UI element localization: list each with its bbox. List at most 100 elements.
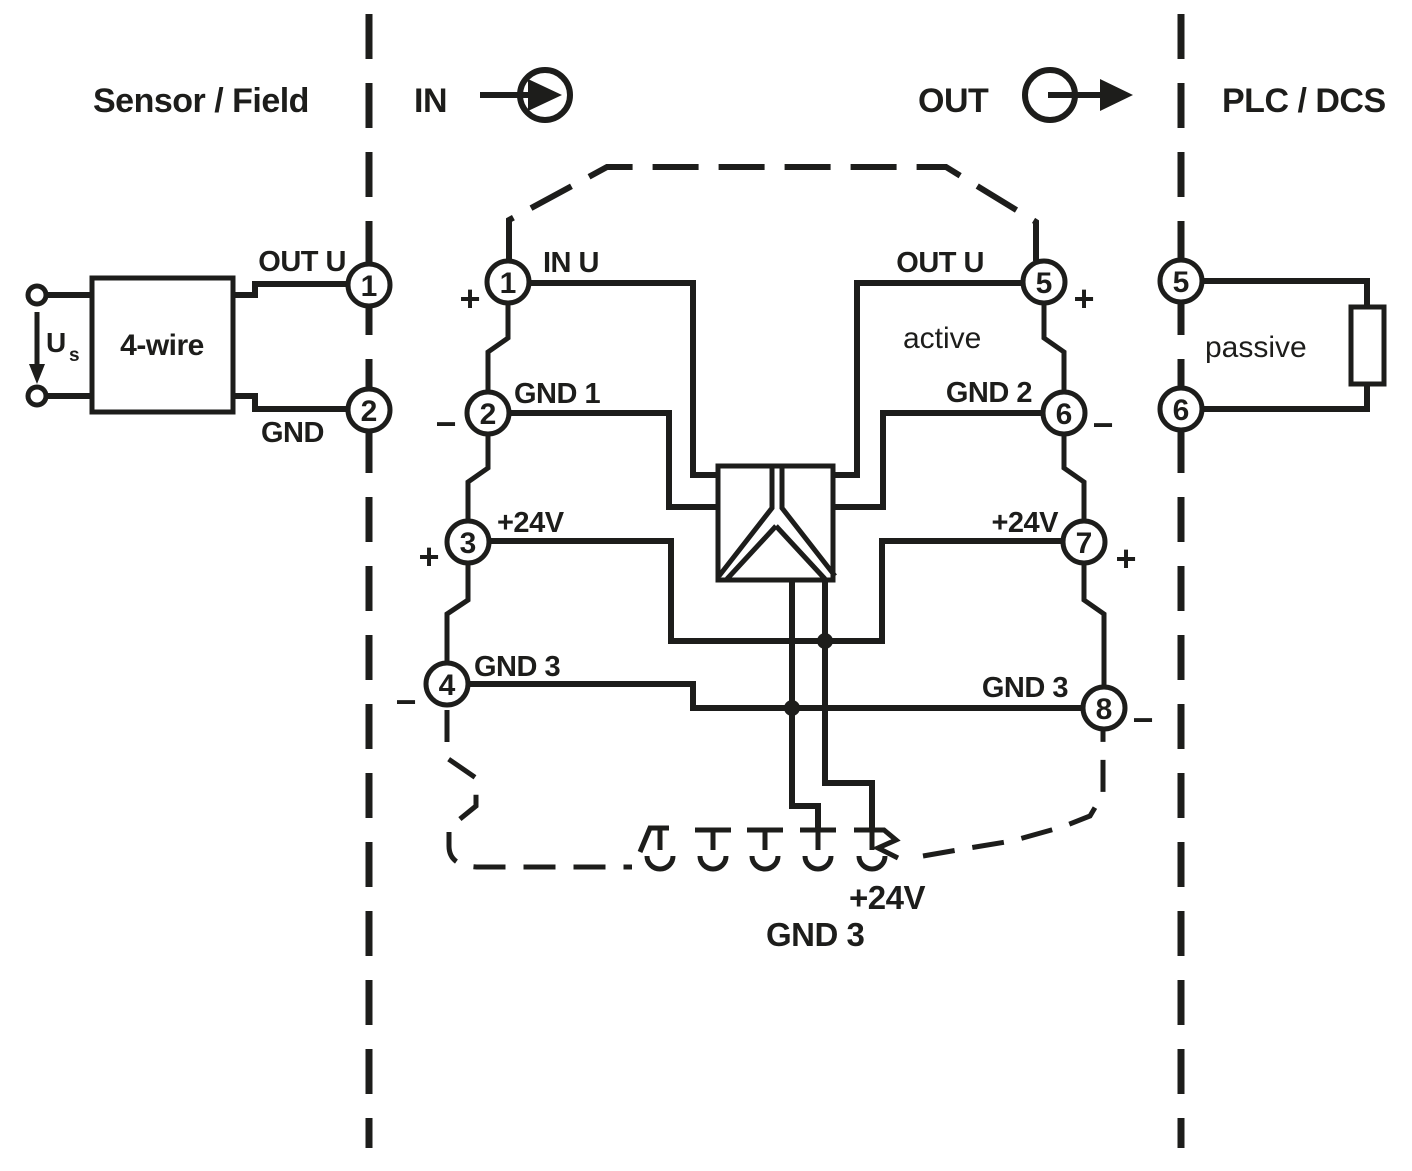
terminal-5-polarity: + (1073, 278, 1094, 319)
passive-mode-label: passive (1205, 331, 1307, 364)
in-arrowhead (528, 79, 562, 111)
field-section: U s 4-wire OUT U GND 1 2 (25, 246, 393, 449)
bus-clip-bar-5 (854, 827, 901, 861)
terminal-1-number: 1 (500, 267, 517, 300)
device-wiring: +24V GND 3 (468, 280, 1083, 953)
terminal-3-number: 3 (460, 527, 477, 560)
wire-in-u (529, 280, 718, 478)
wire-gnd3-rail (468, 681, 1083, 711)
terminal-8-polarity: − (1132, 699, 1153, 740)
plc-terminal-6 (1157, 385, 1205, 433)
in-circle (517, 67, 573, 123)
wire-24v-rail (489, 538, 1063, 644)
terminal-3-label: +24V (497, 507, 565, 539)
device-right-terminals: 5 OUT U + 6 GND 2 − 7 +24V + 8 GND 3 − a… (896, 247, 1153, 740)
sensor-out-u-label: OUT U (258, 246, 346, 278)
isolator-box (715, 463, 836, 583)
plc-bottom-wire (1202, 384, 1370, 412)
plc-terminal-6-number: 6 (1173, 394, 1190, 427)
terminal-3-polarity: + (418, 536, 439, 577)
enclosure-top-dashed (506, 164, 1039, 261)
wire-gnd1 (509, 410, 718, 510)
wire-gnd3-bus-drop (789, 580, 821, 829)
terminal-1 (484, 258, 532, 306)
supply-voltage-subscript: s (69, 345, 80, 366)
plc-zone-title: PLC / DCS (1222, 82, 1386, 120)
terminal-7-number: 7 (1076, 527, 1093, 560)
terminal-5 (1020, 258, 1068, 306)
bus-contacts (637, 825, 901, 872)
bus-clip-cup-4 (802, 855, 834, 872)
active-mode-label: active (903, 322, 981, 355)
sensor-out-u-wire (233, 281, 348, 298)
isolator-divider-left-outer (717, 466, 775, 578)
field-terminal-1 (345, 261, 393, 309)
terminal-2-number: 2 (480, 398, 497, 431)
terminal-3 (444, 518, 492, 566)
out-arrowhead (1100, 79, 1133, 111)
terminal-2-polarity: − (435, 403, 456, 444)
enclosure-joint-3-4 (444, 563, 471, 663)
plc-section: 5 6 passive (1157, 257, 1387, 433)
plc-load-resistor (1348, 304, 1387, 387)
terminal-7-label: +24V (991, 507, 1059, 539)
isolator-divider-left-inner (725, 524, 778, 581)
enclosure-joint-7-8 (1081, 563, 1107, 687)
junction-gnd3 (784, 700, 800, 716)
enclosure-joint-6-7 (1061, 434, 1087, 521)
four-wire-sensor-box (89, 275, 236, 415)
enclosure-bottom-left-dashed (444, 710, 632, 870)
terminal-6-label: GND 2 (946, 377, 1032, 409)
terminal-2-label: GND 1 (514, 378, 601, 410)
terminal-2 (464, 389, 512, 437)
terminal-7 (1060, 518, 1108, 566)
terminal-6 (1040, 389, 1088, 437)
terminal-7-polarity: + (1115, 538, 1136, 579)
supply-voltage-label: U (46, 327, 66, 358)
wire-gnd2 (833, 410, 1043, 510)
sensor-bottom-port (25, 384, 49, 408)
terminal-5-label: OUT U (896, 247, 984, 279)
device-left-terminals: 1 IN U + 2 GND 1 − 3 +24V + 4 GND 3 − (395, 247, 601, 722)
terminal-8 (1080, 684, 1128, 732)
wire-24v-bus-drop (822, 580, 875, 829)
field-terminal-2 (345, 386, 393, 434)
signal-out-icon (1022, 67, 1133, 123)
field-terminal-1-number: 1 (361, 270, 378, 303)
isolator-symbol (715, 463, 837, 583)
four-wire-label: 4-wire (120, 329, 204, 362)
plc-terminal-5 (1157, 257, 1205, 305)
enclosure-joint-1-2 (485, 303, 511, 392)
plc-top-wire (1202, 278, 1370, 307)
terminal-4 (423, 660, 471, 708)
sensor-top-port (25, 283, 49, 307)
terminal-6-number: 6 (1056, 398, 1073, 431)
signal-in-icon (480, 67, 573, 123)
device-enclosure (444, 164, 1107, 870)
isolator-divider-right-inner (774, 524, 827, 581)
bus-clip-bar-1 (637, 825, 669, 853)
field-terminal-2-number: 2 (361, 395, 378, 428)
bus-clip-cup-3 (749, 855, 781, 872)
field-zone-title: Sensor / Field (93, 82, 309, 120)
bus-clip-cup-2 (697, 855, 729, 872)
plc-terminal-5-number: 5 (1173, 266, 1190, 299)
wire-out-u (833, 280, 1023, 478)
terminal-6-polarity: − (1092, 404, 1113, 445)
terminal-4-polarity: − (395, 681, 416, 722)
terminal-1-polarity: + (459, 278, 480, 319)
isolator-divider-right-outer (779, 466, 837, 578)
bus-24v-label: +24V (849, 879, 925, 916)
enclosure-joint-5-6 (1041, 303, 1067, 392)
bus-gnd3-label: GND 3 (766, 916, 865, 953)
supply-arrowhead (29, 364, 45, 384)
sensor-gnd-label: GND (261, 417, 324, 449)
out-zone-title: OUT (918, 82, 989, 120)
terminal-4-label: GND 3 (474, 651, 561, 683)
terminal-8-number: 8 (1096, 693, 1113, 726)
bus-clip-cup-5 (856, 855, 888, 872)
enclosure-joint-2-3 (465, 434, 491, 521)
junction-24v (817, 633, 833, 649)
